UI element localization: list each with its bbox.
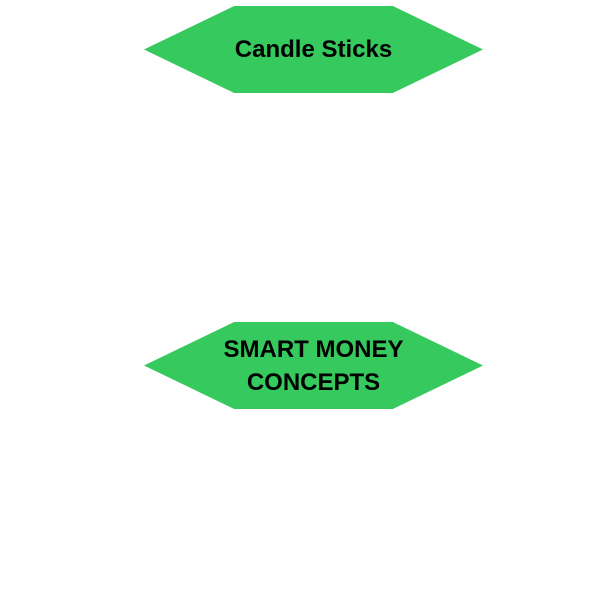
hexagon-label: Candle Sticks	[234, 36, 393, 63]
hexagon-smart-money-concepts: SMART MONEY CONCEPTS	[144, 322, 483, 409]
hexagon-candle-sticks: Candle Sticks	[144, 6, 483, 93]
hexagon-label: SMART MONEY CONCEPTS	[223, 335, 404, 396]
